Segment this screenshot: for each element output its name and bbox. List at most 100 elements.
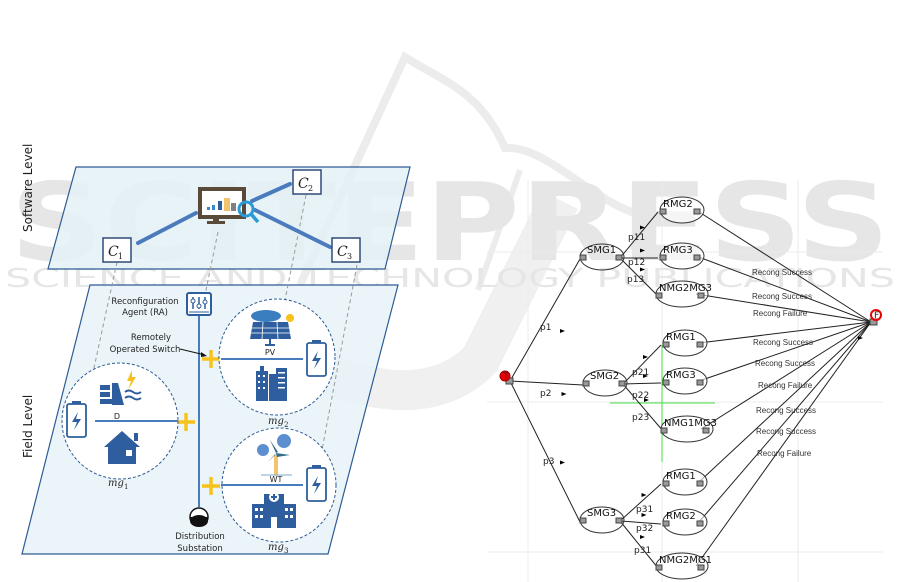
watermark-logo-stroke [475, 169, 523, 291]
edges [509, 209, 872, 569]
port [579, 254, 587, 261]
end-node-marker [870, 309, 882, 321]
arc-label: p21 [632, 368, 649, 378]
mg1-source-label: D [114, 412, 120, 421]
arc-label: p12 [628, 258, 645, 268]
node-label: SMG1 [587, 245, 616, 256]
arc-marker [640, 535, 645, 539]
selection-crosshair [610, 345, 715, 462]
mg3-label: mg [268, 542, 284, 553]
port [697, 564, 705, 571]
arc-label: p13 [627, 275, 644, 285]
battery-icon [66, 401, 87, 438]
controller-links [136, 182, 332, 249]
field-level-label: Field Level [21, 395, 35, 458]
arc-marker [640, 225, 645, 230]
battery-icon [306, 465, 327, 502]
arc-marker [560, 460, 565, 465]
controller-c3: C 3 [331, 237, 361, 263]
result-label: Recong Success [753, 338, 813, 347]
edge-smg1-to-rmg2 [619, 211, 659, 259]
controller-c3-sub: 3 [347, 252, 352, 261]
projection-lines [86, 194, 358, 451]
edge-start-to-smg1 [509, 258, 581, 382]
solar-panel-icon [250, 310, 294, 346]
mg2-label: mg [268, 416, 284, 427]
node-label: NMG1MG3 [664, 418, 717, 429]
substation-label-line1: Distribution [175, 532, 225, 542]
arc-marker [640, 248, 645, 253]
arc-marker [644, 398, 649, 402]
dam-hydro-icon [100, 370, 142, 405]
mg2-label-sub: 2 [284, 421, 288, 429]
switch-pointer-arrow [179, 348, 206, 356]
microgrid-mg3: WT mg 3 [221, 427, 337, 555]
city-buildings-icon [256, 366, 287, 401]
arc-marker [858, 336, 863, 340]
ra-label-line2: Agent (RA) [122, 308, 168, 318]
mg1-label: mg [108, 478, 124, 489]
node-label: RMG2 [666, 511, 696, 522]
port [615, 517, 623, 524]
result-label: Recong Success [756, 406, 816, 415]
result-label: Recong Success [755, 359, 815, 368]
port [696, 520, 704, 527]
port [697, 292, 705, 299]
node-label: RMG1 [666, 471, 696, 482]
result-label: Recong Failure [753, 309, 808, 318]
substation-label-line2: Substation [177, 544, 222, 554]
node-label: RMG1 [666, 332, 696, 343]
mg1-label-sub: 1 [124, 483, 128, 491]
port [693, 254, 701, 261]
house-icon [104, 431, 140, 464]
node-label: RMG2 [663, 199, 693, 210]
ra-label-line1: Reconfiguration [111, 297, 178, 307]
wind-turbine-icon [257, 434, 292, 476]
software-level-label: Software Level [21, 144, 35, 232]
result-label: Recong Failure [757, 449, 812, 458]
mg2-source-label: PV [265, 348, 276, 357]
mg3-source-label: WT [270, 475, 283, 484]
battery-icon [306, 340, 327, 377]
port [702, 427, 710, 434]
node-label: RMG3 [666, 370, 696, 381]
mg3-label-sub: 3 [284, 547, 288, 555]
edge-smg2-to-rmg3 [622, 382, 662, 385]
svg-text:C: C [298, 176, 309, 192]
monitor-analytics-icon [198, 187, 260, 224]
arc-label: p2 [540, 389, 551, 399]
port [662, 379, 670, 386]
node-label: RMG3 [663, 245, 693, 256]
edge-to-end [698, 321, 872, 382]
edge-to-end [698, 321, 872, 344]
edge-to-end [695, 255, 872, 323]
arc-label: p22 [632, 391, 649, 401]
microgrid-mg1: D mg 1 [61, 362, 179, 491]
controller-c1-sub: 1 [118, 252, 123, 261]
switch-icons [177, 350, 220, 495]
node-label: SMG2 [590, 371, 619, 382]
edge-start-to-smg3 [509, 380, 581, 523]
node-label: SMG3 [587, 508, 616, 519]
port [662, 480, 670, 487]
microgrid-mg2: PV mg 2 [218, 298, 336, 429]
hospital-icon [252, 492, 296, 528]
edge-to-end [698, 321, 872, 483]
switch-pointer-arrowhead [201, 352, 207, 357]
edge-smg2-to-nmg1mg3 [622, 383, 664, 432]
arc-label: p31 [634, 546, 651, 556]
port [618, 380, 626, 387]
edge-smg3-to-rmg2 [619, 520, 662, 525]
port [655, 564, 663, 571]
edge-smg1-to-nmg2mg3 [619, 257, 659, 297]
distribution-substation-icon [189, 507, 209, 527]
canvas-grid [487, 180, 883, 582]
node-label: NMG2MG3 [659, 283, 712, 294]
arc-label: p23 [632, 413, 649, 423]
arc-marker [640, 267, 645, 272]
switch-label-line2: Operated Switch [110, 345, 181, 355]
arc-label: p32 [636, 524, 653, 534]
